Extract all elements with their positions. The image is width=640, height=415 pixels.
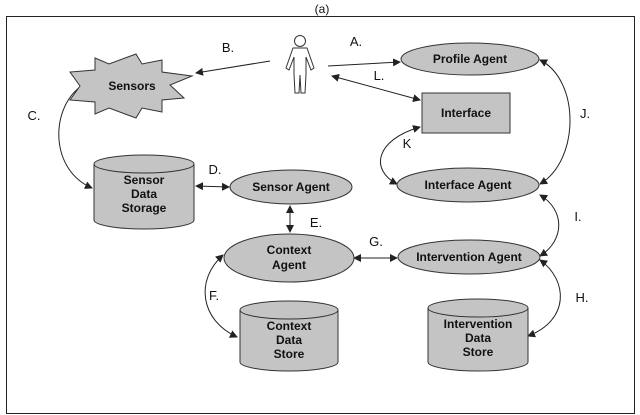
edge-label-h: H.: [576, 290, 589, 305]
context-data-store-node: Context Data Store: [239, 300, 339, 372]
edge-a: [327, 58, 401, 67]
edge-f: [204, 254, 238, 338]
sensor-data-storage-node: Sensor Data Storage: [93, 154, 195, 230]
edges: [58, 58, 571, 338]
interface-agent-node: Interface Agent: [396, 167, 540, 203]
edge-label-e: E.: [310, 215, 322, 230]
profile-agent-node: Profile Agent: [400, 42, 540, 76]
context-data-store-label-1: Context: [267, 319, 312, 333]
edge-j: [539, 59, 571, 185]
edge-label-i: I.: [574, 209, 581, 224]
edge-label-a: A.: [350, 34, 362, 49]
context-agent-label-2: Agent: [272, 258, 306, 272]
sensors-label: Sensors: [108, 79, 156, 93]
interface-label: Interface: [441, 106, 491, 120]
sensor-data-storage-label-1: Sensor: [124, 173, 165, 187]
figure-border: [6, 16, 635, 414]
edge-label-c: C.: [28, 108, 41, 123]
intervention-data-store-label-3: Store: [463, 345, 494, 359]
edge-label-g: G.: [369, 234, 383, 249]
context-data-store-label-3: Store: [274, 347, 305, 361]
edge-labels: A. B. C. D. E. F. G. H. I. J. K L.: [28, 34, 591, 305]
sensor-data-storage-label-3: Storage: [122, 201, 167, 215]
edge-label-j: J.: [580, 106, 590, 121]
sensors-star-shape: [69, 53, 194, 119]
sensors-node: Sensors: [69, 53, 194, 119]
interface-agent-label: Interface Agent: [425, 178, 512, 192]
intervention-data-store-node: Intervention Data Store: [427, 298, 529, 372]
intervention-data-store-label-1: Intervention: [444, 317, 513, 331]
profile-agent-label: Profile Agent: [433, 52, 507, 66]
edge-label-b: B.: [222, 40, 234, 55]
sensor-agent-label: Sensor Agent: [252, 180, 330, 194]
edge-k: [380, 125, 421, 185]
person-icon: [285, 35, 315, 94]
intervention-data-store-label-2: Data: [465, 331, 491, 345]
sensor-data-storage-label-2: Data: [131, 187, 157, 201]
edge-i: [539, 194, 560, 257]
context-agent-label-1: Context: [267, 243, 312, 257]
edge-label-f: F.: [209, 288, 219, 303]
context-data-store-label-2: Data: [276, 333, 302, 347]
edge-h: [527, 259, 561, 338]
edge-l: [331, 73, 421, 103]
context-agent-node: Context Agent: [223, 233, 355, 283]
edge-b: [195, 60, 271, 76]
edge-label-l: L.: [374, 68, 385, 83]
intervention-agent-node: Intervention Agent: [397, 239, 541, 275]
sensor-agent-node: Sensor Agent: [229, 169, 353, 205]
edge-c: [58, 86, 93, 189]
figure-caption: (a): [315, 2, 330, 16]
edge-label-k: K: [403, 136, 412, 151]
intervention-agent-label: Intervention Agent: [416, 250, 522, 264]
edge-d: [195, 182, 230, 191]
interface-node: Interface: [421, 92, 511, 134]
edge-label-d: D.: [209, 162, 222, 177]
